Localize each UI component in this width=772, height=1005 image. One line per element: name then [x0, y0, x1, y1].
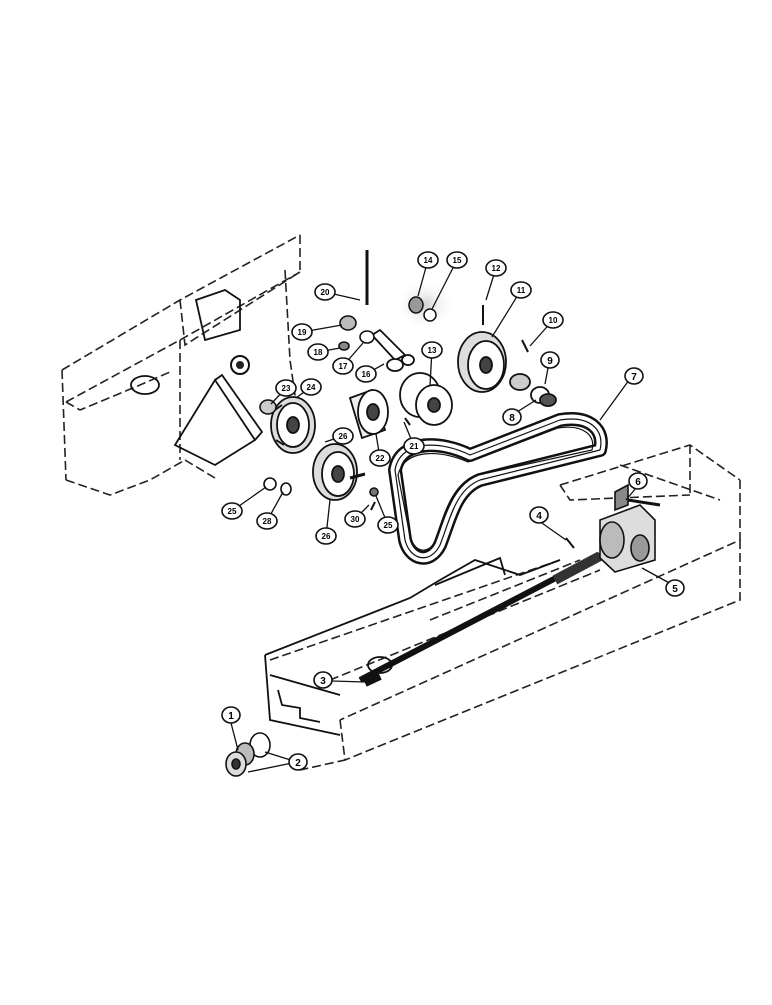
callout-label: 12	[492, 264, 501, 273]
callout-19: 19	[291, 323, 313, 341]
gearbox	[599, 483, 661, 573]
callout-label: 7	[631, 372, 637, 383]
callout-label: 17	[339, 362, 348, 371]
callout-label: 22	[376, 454, 385, 463]
callouts: 1 2 3 4 5 6 7 8 9 10 11 12 13 14 15 16 1…	[221, 251, 685, 771]
callout-label: 20	[321, 288, 330, 297]
callout-label: 26	[322, 532, 331, 541]
callout-2: 2	[288, 753, 308, 771]
callout-26-upper: 26	[332, 427, 354, 445]
callout-label: 1	[228, 711, 234, 722]
seal-15-shading	[395, 279, 455, 331]
callout-label: 3	[320, 676, 326, 687]
idler-22	[348, 388, 389, 440]
callout-label: 13	[428, 346, 437, 355]
callout-6: 6	[628, 472, 648, 490]
callout-21: 21	[403, 437, 425, 455]
callout-25-left: 25	[221, 502, 243, 520]
callout-26-lower: 26	[315, 527, 337, 545]
callout-14: 14	[417, 251, 439, 269]
callout-label: 26	[339, 432, 348, 441]
callout-label: 16	[362, 370, 371, 379]
callout-label: 11	[517, 286, 526, 295]
lower-frame-solid	[264, 556, 561, 736]
callout-label: 24	[307, 383, 316, 392]
callout-5: 5	[665, 579, 685, 597]
callout-24: 24	[300, 378, 322, 396]
callout-20: 20	[314, 283, 336, 301]
callout-label: 2	[295, 758, 301, 769]
callout-16: 16	[355, 365, 377, 383]
idler-13	[399, 372, 453, 426]
callout-30: 30	[344, 510, 366, 528]
callout-label: 25	[384, 521, 393, 530]
callout-label: 8	[509, 413, 515, 424]
drive-shaft	[358, 551, 603, 687]
small-hardware	[225, 250, 575, 777]
arm-16	[370, 328, 415, 372]
callout-28: 28	[256, 512, 278, 530]
drive-belt	[388, 412, 608, 565]
callout-23: 23	[275, 379, 297, 397]
upper-frame-solid	[130, 289, 264, 467]
callout-label: 14	[424, 256, 433, 265]
callout-7: 7	[624, 367, 644, 385]
callout-10: 10	[542, 311, 564, 329]
upper-frame-outline	[61, 234, 301, 496]
callout-17: 17	[332, 357, 354, 375]
pulley-24	[270, 396, 316, 454]
lower-frame-outline	[269, 444, 741, 771]
callout-label: 10	[549, 316, 558, 325]
callout-18: 18	[307, 343, 329, 361]
callout-9: 9	[540, 351, 560, 369]
callout-label: 6	[635, 477, 641, 488]
callout-label: 25	[228, 507, 237, 516]
pulley-11	[457, 331, 507, 393]
callout-11: 11	[510, 281, 532, 299]
callout-label: 21	[410, 442, 419, 451]
callout-label: 23	[282, 384, 291, 393]
callout-8: 8	[502, 408, 522, 426]
callout-label: 5	[672, 584, 678, 595]
callout-22: 22	[369, 449, 391, 467]
callout-3: 3	[313, 671, 333, 689]
callout-4: 4	[529, 506, 549, 524]
callout-13: 13	[421, 341, 443, 359]
callout-label: 28	[263, 517, 272, 526]
callout-label: 30	[351, 515, 360, 524]
bearing-9	[509, 373, 557, 407]
callout-label: 15	[453, 256, 462, 265]
callout-1: 1	[221, 706, 241, 724]
pulley-26	[312, 443, 366, 501]
callout-25-right: 25	[377, 516, 399, 534]
callout-15: 15	[446, 251, 468, 269]
callout-label: 19	[298, 328, 307, 337]
callout-label: 18	[314, 348, 323, 357]
callout-label: 9	[547, 356, 553, 367]
callout-label: 4	[536, 511, 542, 522]
callout-12: 12	[485, 259, 507, 277]
